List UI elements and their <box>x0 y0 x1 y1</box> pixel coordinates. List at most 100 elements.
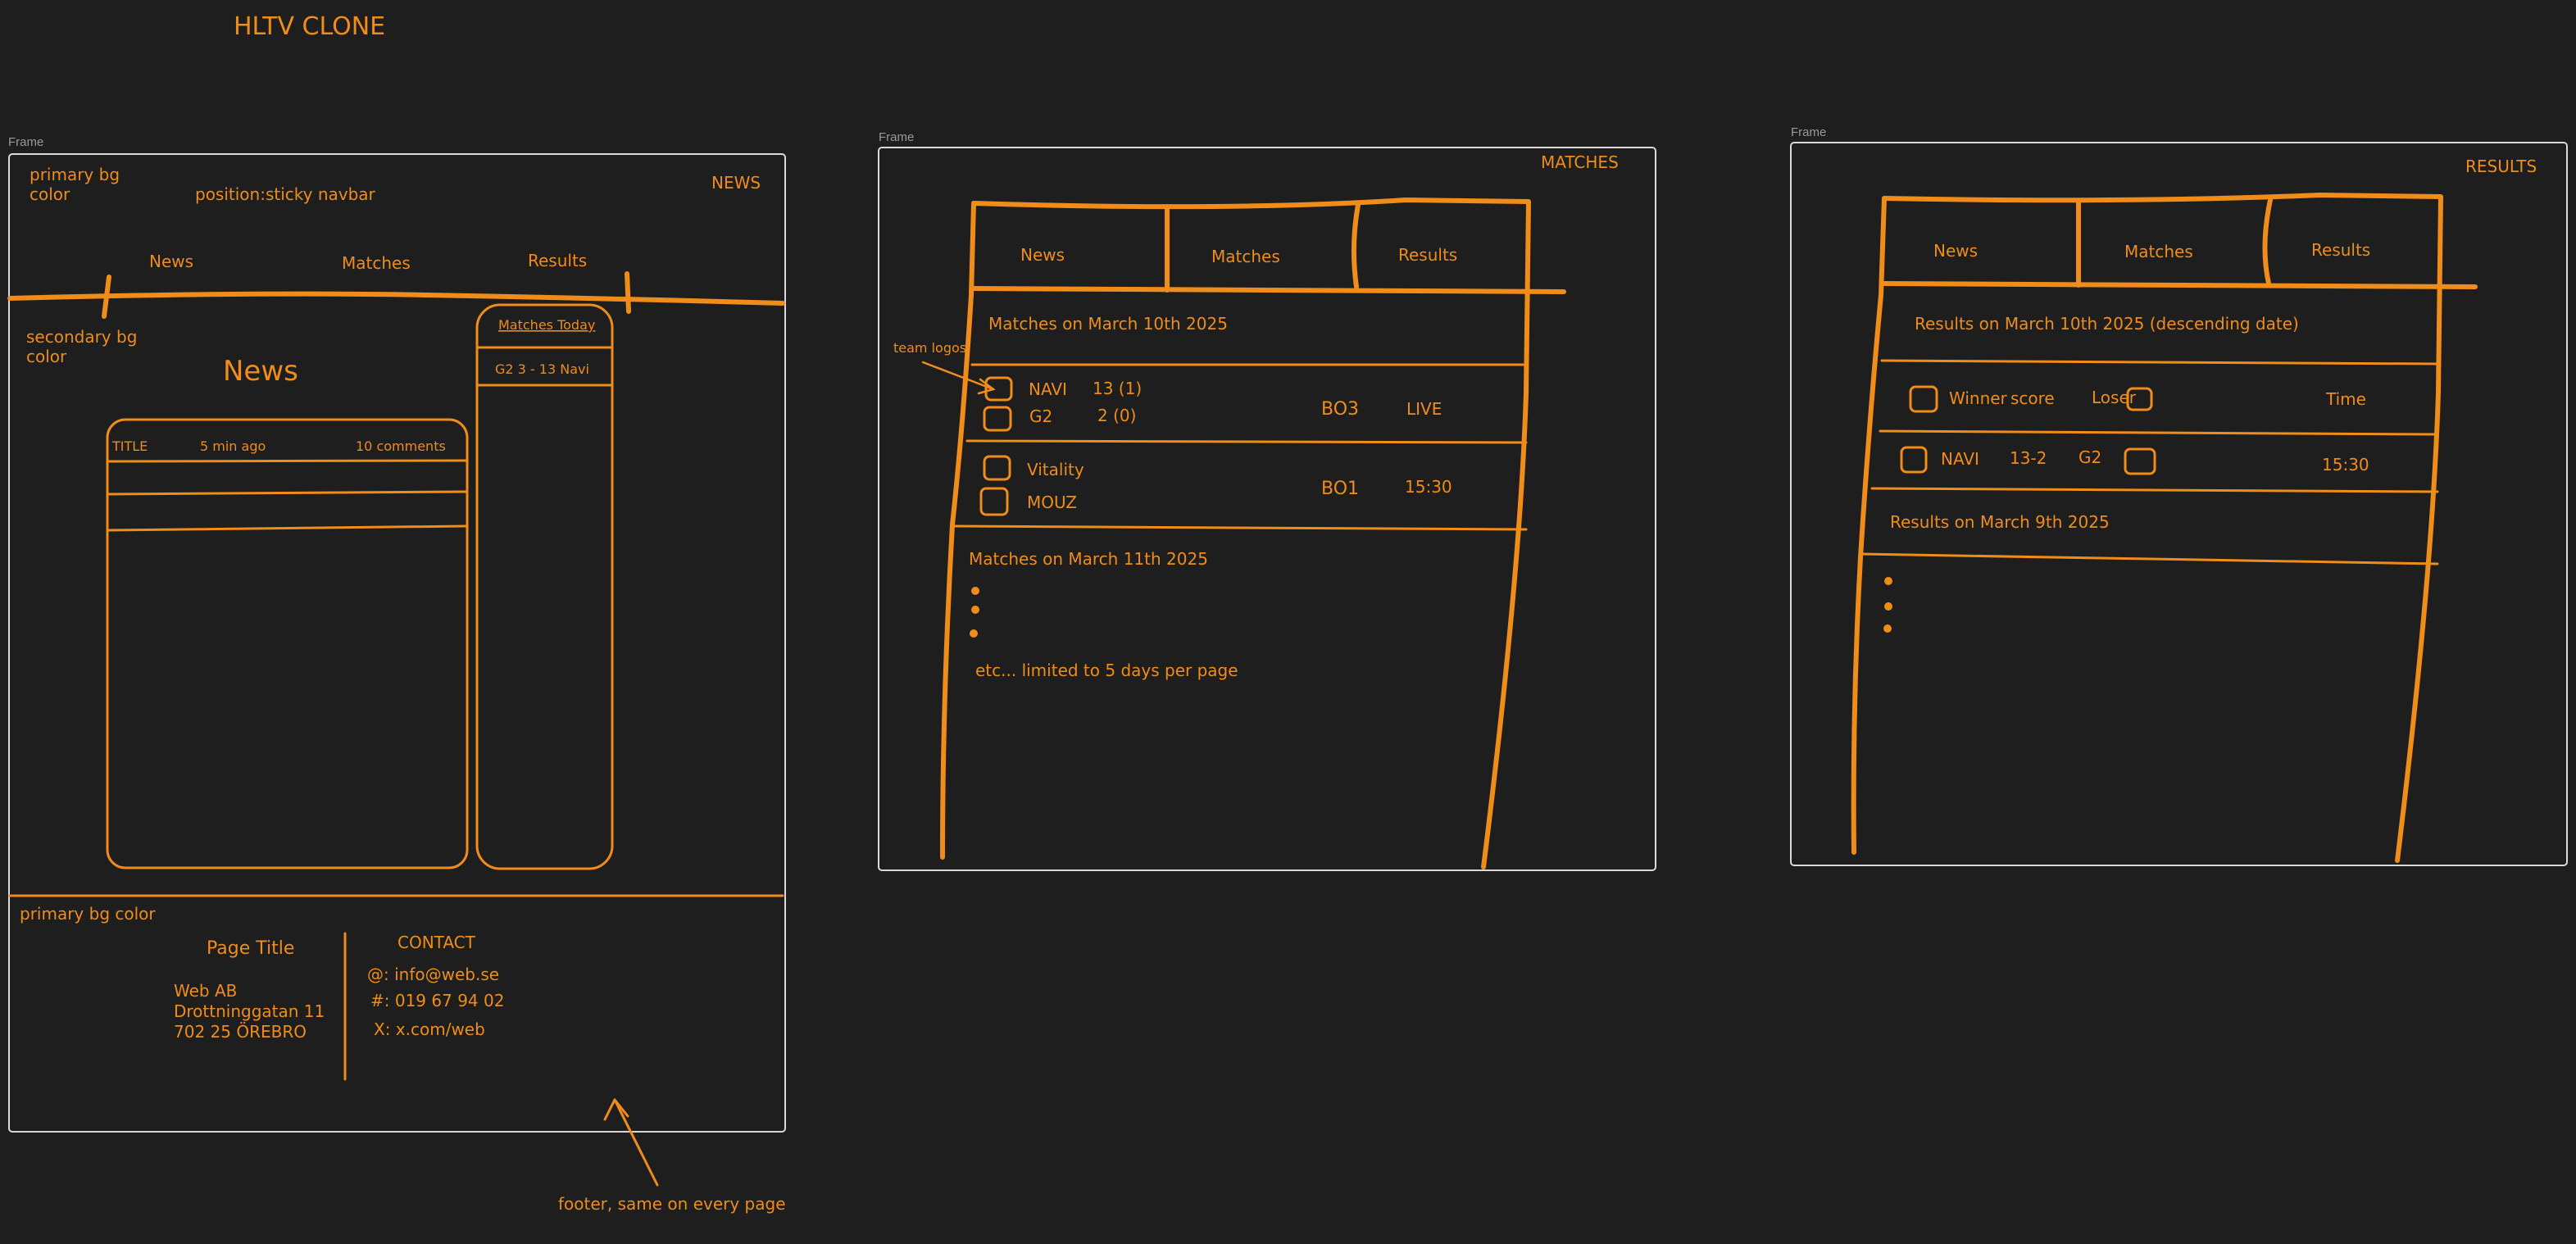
results-date-2: Results on March 9th 2025 <box>1890 512 2110 532</box>
annotation-arrow-head-icon <box>977 378 996 395</box>
match2-time: 15:30 <box>1405 477 1452 497</box>
footer-annotation: footer, same on every page <box>558 1098 786 1214</box>
match2-format: BO1 <box>1321 479 1359 499</box>
footer-address-1: Web AB <box>174 981 237 1001</box>
match2-team1[interactable]: Vitality <box>1027 460 1084 479</box>
team-logo-g2 <box>2124 447 2156 475</box>
annotation-arrow <box>921 361 995 391</box>
note-secondary-bg-2: color <box>26 347 67 366</box>
matches-date-2: Matches on March 11th 2025 <box>969 549 1208 569</box>
match1-team1[interactable]: NAVI <box>1029 379 1067 399</box>
footer-page-title: Page Title <box>207 938 294 959</box>
frame-border <box>8 153 786 1133</box>
matches-date-1: Matches on March 10th 2025 <box>988 314 1228 334</box>
row-line-3 <box>1870 487 2439 493</box>
row-line-1 <box>1880 359 2439 365</box>
article-card[interactable] <box>106 418 469 869</box>
row-line-2 <box>1879 429 2439 436</box>
footer-address-3: 702 25 ÖREBRO <box>174 1022 307 1042</box>
article-comments[interactable]: 10 comments <box>356 438 446 454</box>
header-score: score <box>2010 388 2055 408</box>
header-time: Time <box>2325 389 2366 409</box>
article-line-2 <box>107 490 467 496</box>
result-team2[interactable]: G2 <box>2079 447 2101 467</box>
nav-matches[interactable]: Matches <box>342 253 411 273</box>
matches-today-title[interactable]: Matches Today <box>498 317 595 333</box>
news-heading: News <box>223 355 298 388</box>
nav-news[interactable]: News <box>149 252 193 271</box>
ellipsis-dot-1 <box>971 587 979 595</box>
footer-contact-title: CONTACT <box>398 933 476 952</box>
matches-footnote: etc... limited to 5 days per page <box>975 661 1238 680</box>
ellipsis-dot-3 <box>1883 624 1892 633</box>
footer-address-2: Drottninggatan 11 <box>174 1001 325 1021</box>
row-line-2 <box>965 439 1528 444</box>
result-team1[interactable]: NAVI <box>1941 449 1979 469</box>
article-line-3 <box>107 524 467 532</box>
match2-team2[interactable]: MOUZ <box>1027 493 1077 512</box>
ellipsis-dot-1 <box>1884 577 1892 585</box>
team-logo-navi <box>984 376 1013 402</box>
match1-score1: 13 (1) <box>1093 379 1142 398</box>
tab-matches[interactable]: Matches <box>1211 247 1280 266</box>
result-score: 13-2 <box>2010 448 2047 468</box>
tabs-underline <box>1881 281 2478 289</box>
tab-news[interactable]: News <box>1933 241 1978 261</box>
page-label-news: NEWS <box>711 173 761 193</box>
note-footer-bg: primary bg color <box>20 904 156 924</box>
frame-label: Frame <box>879 130 914 144</box>
article-time: 5 min ago <box>200 438 266 454</box>
match1-score2: 2 (0) <box>1097 406 1136 425</box>
navbar-divider <box>7 291 785 306</box>
arrow-shaft <box>613 1098 659 1187</box>
results-container-left <box>1851 196 1887 855</box>
team-logo-vitality <box>983 455 1011 481</box>
winner-logo-placeholder <box>1909 385 1938 413</box>
matches-today-item[interactable]: G2 3 - 13 Navi <box>495 361 589 377</box>
team-logo-mouz <box>979 487 1009 516</box>
result-time: 15:30 <box>2322 455 2369 474</box>
results-container-right <box>1882 193 2443 863</box>
results-date-1: Results on March 10th 2025 (descending d… <box>1915 314 2299 334</box>
page-label-results: RESULTS <box>2465 157 2537 176</box>
ellipsis-dot-2 <box>1884 602 1892 611</box>
tab-divider-2 <box>2262 197 2273 286</box>
tab-results[interactable]: Results <box>1398 245 1457 265</box>
match1-team2[interactable]: G2 <box>1029 406 1052 426</box>
team-logo-navi <box>1900 446 1928 474</box>
frame-results: Frame RESULTS News Matches Results Resul… <box>1790 125 2568 866</box>
tab-results[interactable]: Results <box>2311 240 2370 260</box>
header-winner: Winner <box>1949 388 2008 408</box>
footer-annotation-text: footer, same on every page <box>558 1194 786 1214</box>
frame-border <box>878 147 1656 871</box>
frame-label: Frame <box>8 135 43 149</box>
navbar-tick-left <box>102 275 111 319</box>
tabs-underline <box>970 286 1566 294</box>
footer-contact-email[interactable]: @: info@web.se <box>367 965 499 984</box>
matches-container-left <box>940 201 976 860</box>
row-line-3 <box>952 524 1528 531</box>
team-logos-annotation: team logos <box>893 340 966 356</box>
ellipsis-dot-2 <box>971 606 979 614</box>
footer-contact-x[interactable]: X: x.com/web <box>374 1019 485 1039</box>
arrow-head-icon <box>603 1098 629 1121</box>
tab-matches[interactable]: Matches <box>2124 242 2193 261</box>
frame-matches: Frame MATCHES News Matches Results Match… <box>878 130 1656 871</box>
frame-border <box>1790 142 2568 866</box>
board-title: HLTV CLONE <box>234 12 385 41</box>
frame-news: Frame NEWS primary bg color position:sti… <box>7 135 786 1133</box>
matches-today-panel <box>475 303 614 870</box>
nav-results[interactable]: Results <box>528 251 587 270</box>
team-logo-g2 <box>983 406 1012 432</box>
loser-logo-placeholder <box>2126 387 2153 411</box>
tab-divider-2 <box>1351 202 1361 289</box>
frame-label: Frame <box>1791 125 1826 139</box>
navbar-tick-right <box>625 271 631 314</box>
tab-news[interactable]: News <box>1020 245 1065 265</box>
row-line-4 <box>1859 552 2439 565</box>
match1-status: LIVE <box>1406 399 1442 419</box>
article-title[interactable]: TITLE <box>111 438 148 454</box>
ellipsis-dot-3 <box>970 629 978 638</box>
footer-contact-phone[interactable]: #: 019 67 94 02 <box>370 991 504 1010</box>
